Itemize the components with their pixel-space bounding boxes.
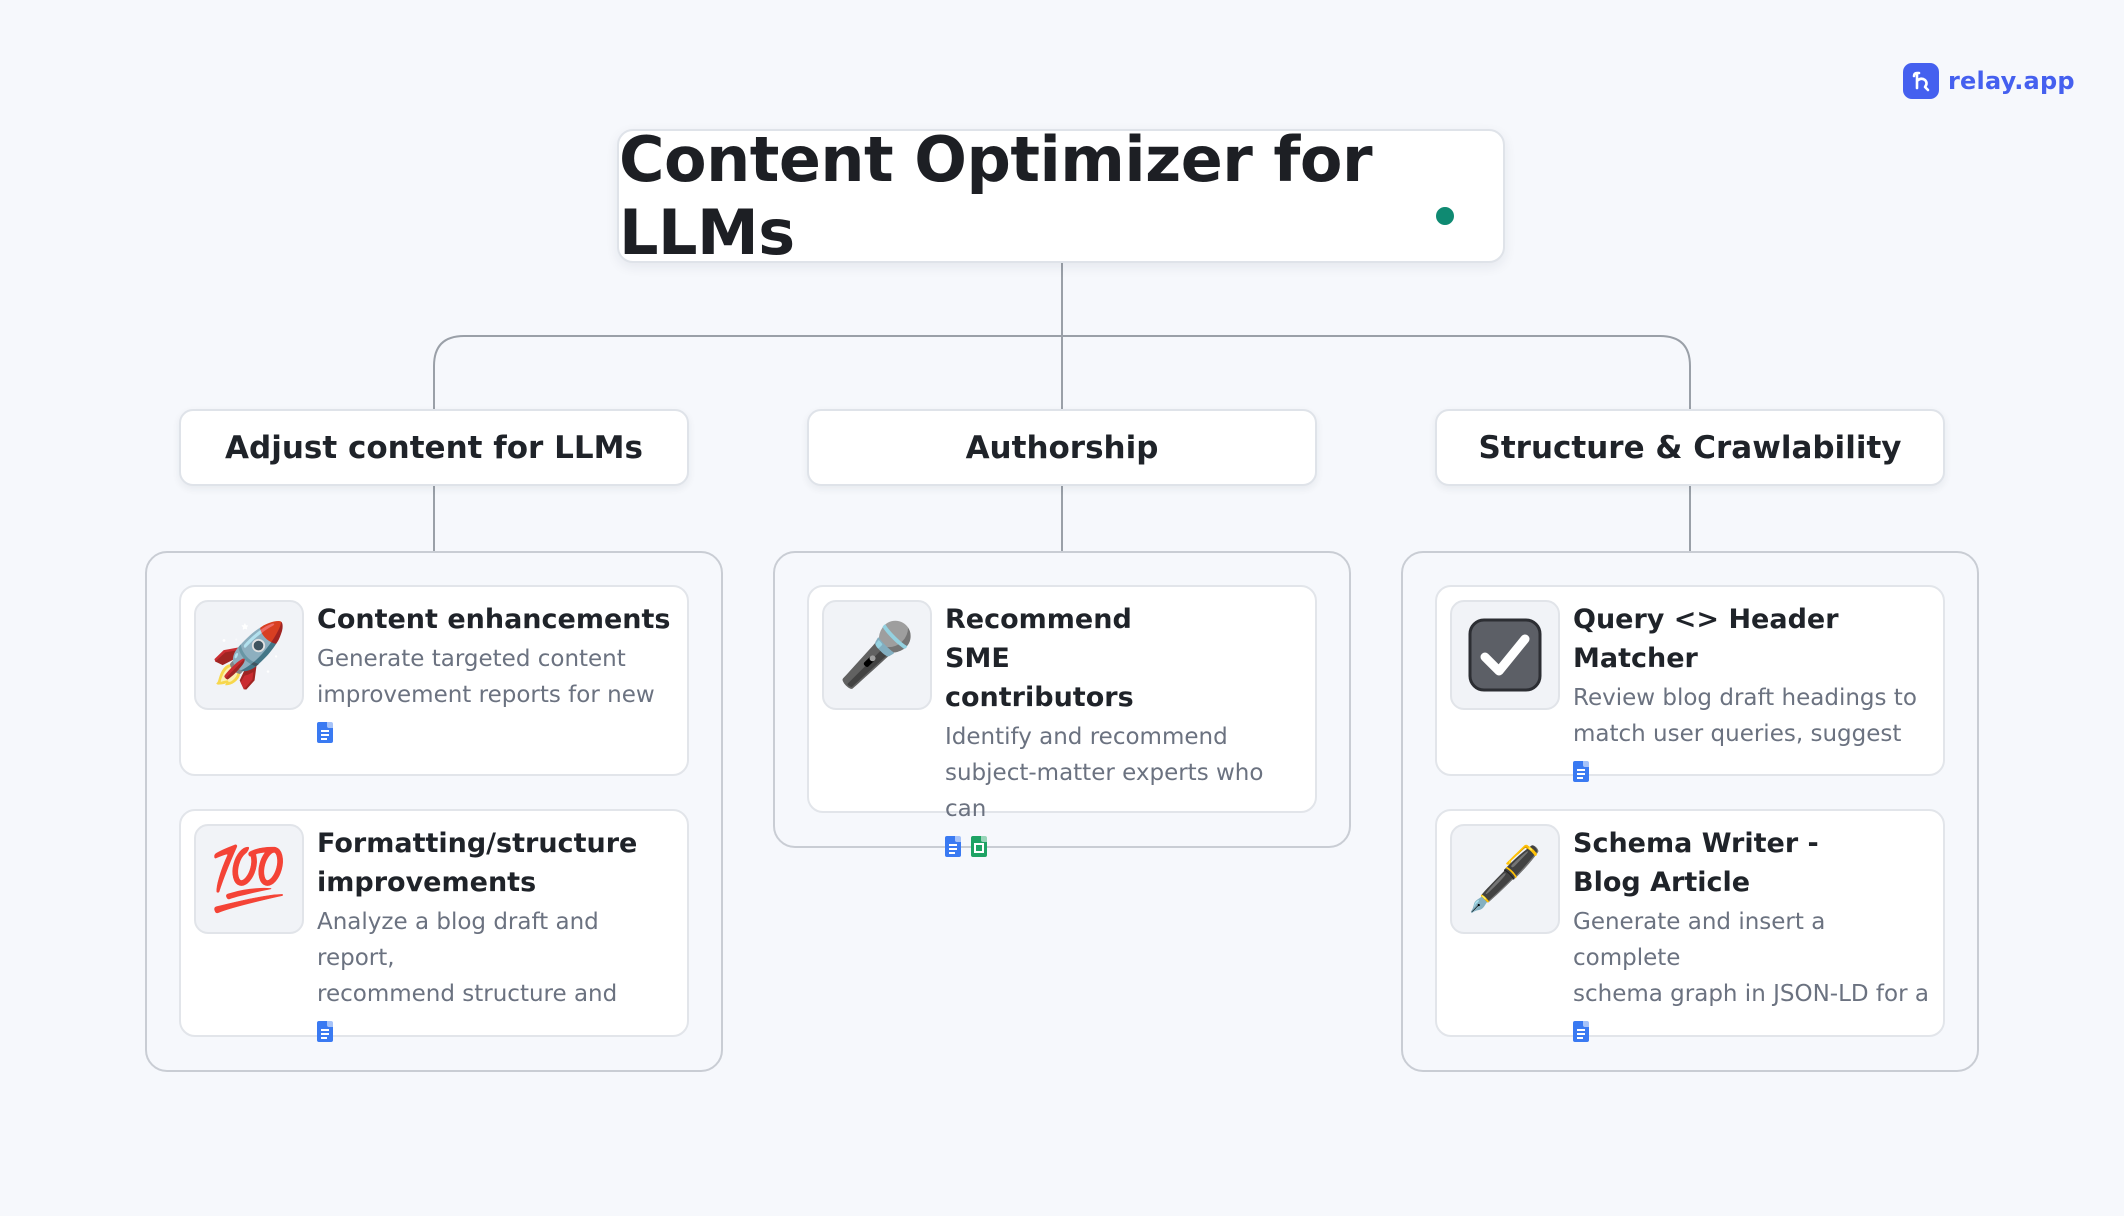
fountain-pen-icon: 🖋️	[1450, 824, 1560, 934]
root-node: Content Optimizer for LLMs	[617, 123, 1505, 269]
category-label: Authorship	[965, 429, 1159, 466]
google-docs-icon	[1573, 761, 1589, 782]
card-title: Content enhancements	[317, 604, 671, 635]
status-dot-icon	[1434, 205, 1456, 227]
brand[interactable]: relay.app	[1903, 63, 2075, 99]
brand-name: relay.app	[1948, 67, 2075, 95]
category-structure-crawlability: Structure & Crawlability	[1435, 409, 1945, 486]
card-description: Generate and insert a complete schema gr…	[1573, 909, 1929, 1007]
connector-branch	[433, 335, 1691, 409]
hundred-points-icon: 💯	[194, 824, 304, 934]
google-docs-icon	[317, 1021, 333, 1042]
rocket-icon: 🚀	[194, 600, 304, 710]
google-docs-icon	[945, 836, 961, 857]
google-docs-icon	[317, 722, 333, 743]
card-title: Schema Writer - Blog Article	[1573, 828, 1819, 898]
card-title: Recommend SME contributors	[945, 604, 1134, 713]
workflow-card-query-header-matcher[interactable]: Query <> Header Matcher Review blog draf…	[1435, 585, 1945, 782]
relay-logo-icon	[1903, 63, 1939, 99]
app-icons	[1573, 761, 1929, 782]
card-title: Formatting/structure improvements	[317, 828, 638, 898]
google-sheets-icon	[971, 836, 987, 857]
category-authorship: Authorship	[807, 409, 1317, 486]
category-label: Adjust content for LLMs	[225, 429, 643, 466]
card-description: Analyze a blog draft and report, recomme…	[317, 909, 618, 1007]
check-box-icon	[1450, 600, 1560, 710]
app-icons	[945, 836, 1301, 857]
card-title: Query <> Header Matcher	[1573, 604, 1839, 674]
card-description: Generate targeted content improvement re…	[317, 646, 655, 708]
diagram-title: Content Optimizer for LLMs	[619, 123, 1373, 269]
workflow-card-schema-writer[interactable]: 🖋️ Schema Writer - Blog Article Generate…	[1435, 809, 1945, 1042]
microphone-icon: 🎤	[822, 600, 932, 710]
app-icons	[317, 1021, 673, 1042]
app-icons	[1573, 1021, 1929, 1042]
category-label: Structure & Crawlability	[1478, 429, 1902, 466]
card-description: Identify and recommend subject-matter ex…	[945, 724, 1264, 822]
workflow-card-formatting-structure[interactable]: 💯 Formatting/structure improvements Anal…	[179, 809, 689, 1042]
card-description: Review blog draft headings to match user…	[1573, 685, 1917, 747]
workflow-card-content-enhancements[interactable]: 🚀 Content enhancements Generate targeted…	[179, 585, 689, 776]
category-adjust-content: Adjust content for LLMs	[179, 409, 689, 486]
app-icons	[317, 722, 673, 743]
google-docs-icon	[1573, 1021, 1589, 1042]
workflow-card-recommend-sme[interactable]: 🎤 Recommend SME contributors Identify an…	[807, 585, 1317, 857]
